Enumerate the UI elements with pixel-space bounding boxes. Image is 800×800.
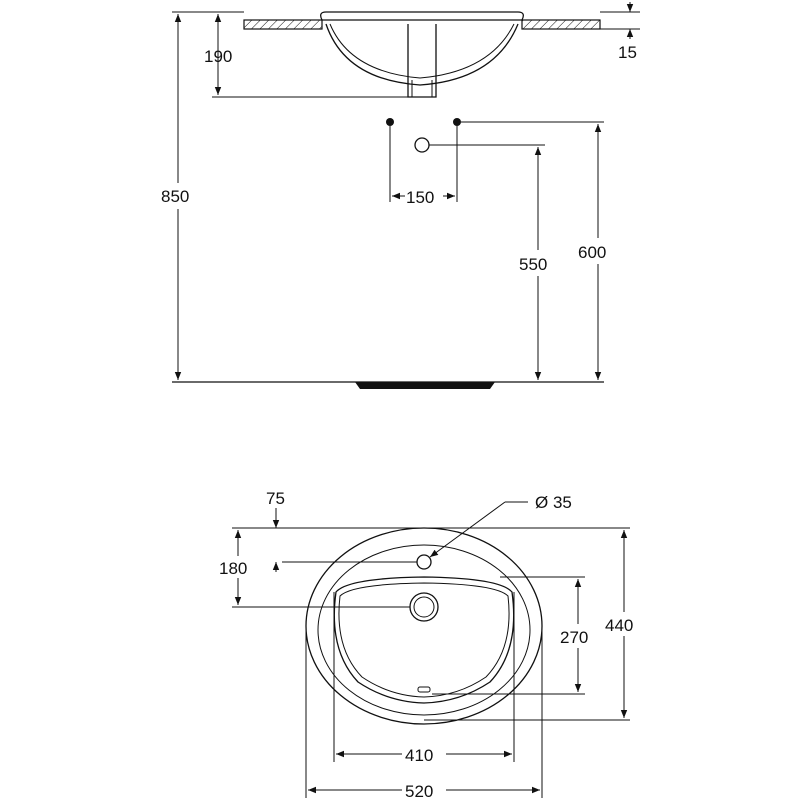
dim-bowl-depth-inner: 270: [560, 628, 588, 647]
basin-inner-bowl: [333, 576, 515, 704]
dim-total-height: 850: [161, 187, 189, 206]
dim-tap-height: 600: [578, 243, 606, 262]
tap-right: [453, 118, 461, 126]
countertop-right: [521, 19, 601, 30]
dim-bowl-depth: 190: [204, 47, 232, 66]
dim-tap-hole-offset: 75: [266, 489, 285, 508]
dim-inner-width: 410: [405, 746, 433, 765]
tap-left: [386, 118, 394, 126]
floor-base: [355, 382, 495, 389]
dim-overall-depth: 440: [605, 616, 633, 635]
tap-hole: [416, 554, 432, 570]
dim-tap-hole-diameter: Ø 35: [535, 493, 572, 512]
countertop-left: [243, 19, 323, 30]
dim-waste-height: 550: [519, 255, 547, 274]
dim-countertop-thickness: 15: [618, 43, 637, 62]
dim-tap-spacing: 150: [406, 188, 434, 207]
waste-point: [414, 137, 430, 153]
overflow-slot: [417, 686, 431, 693]
basin-bowl: [325, 23, 519, 86]
dim-waste-offset: 180: [219, 559, 247, 578]
plan-view: Ø 35 75 180 270 440 410: [218, 489, 646, 800]
dim-overall-width: 520: [405, 782, 433, 800]
elevation-view: 15 190 850 150 550 600: [160, 2, 640, 389]
waste-outlet: [407, 24, 437, 98]
